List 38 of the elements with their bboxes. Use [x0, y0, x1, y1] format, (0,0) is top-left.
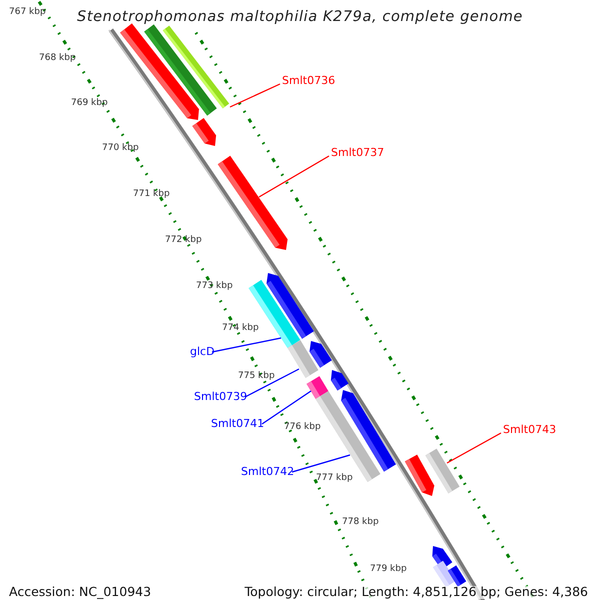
gene-label: glcD — [190, 346, 215, 357]
gene-block — [448, 565, 466, 587]
leader-line — [244, 368, 300, 398]
scale-label: 778 kbp — [342, 518, 379, 527]
accession-text: Accession: NC_010943 — [9, 586, 152, 598]
scale-label: 768 kbp — [39, 54, 76, 63]
gene-block — [341, 390, 396, 472]
leader-line — [212, 337, 282, 353]
leader-line — [258, 155, 330, 198]
leader-line — [230, 83, 280, 108]
scale-label: 772 kbp — [165, 236, 202, 245]
title: Stenotrophomonas maltophilia K279a, complete genome — [76, 8, 524, 26]
leader-line — [262, 390, 312, 424]
scale-label: 773 kbp — [196, 282, 233, 291]
gene-label: Smlt0736 — [282, 75, 336, 86]
gene-block — [330, 370, 348, 390]
scale-label: 770 kbp — [102, 144, 139, 153]
gene-label: Smlt0739 — [194, 391, 248, 402]
scale-label: 774 kbp — [222, 324, 259, 333]
scale-label: 776 kbp — [284, 423, 321, 432]
gene-label: Smlt0737 — [331, 147, 384, 158]
scale-label: 769 kbp — [71, 99, 108, 108]
scale-label: 779 kbp — [370, 565, 407, 574]
gene-block — [120, 23, 199, 120]
gene-label: Smlt0741 — [211, 418, 264, 429]
gene-block — [218, 156, 288, 250]
genome-summary: Topology: circular; Length: 4,851,126 bp; Genes: 4,386 — [244, 586, 588, 598]
gene-block — [192, 118, 216, 146]
leader-line — [292, 454, 350, 473]
gene-label: Smlt0742 — [241, 466, 294, 477]
scale-label: 767 kbp — [9, 8, 46, 17]
gene-label: Smlt0743 — [503, 424, 556, 435]
gene-block — [425, 448, 460, 494]
scale-label: 775 kbp — [238, 372, 275, 381]
scale-label: 771 kbp — [133, 190, 170, 199]
scale-label: 777 kbp — [316, 474, 353, 483]
gene-block — [310, 341, 332, 368]
gene-block — [266, 273, 314, 339]
